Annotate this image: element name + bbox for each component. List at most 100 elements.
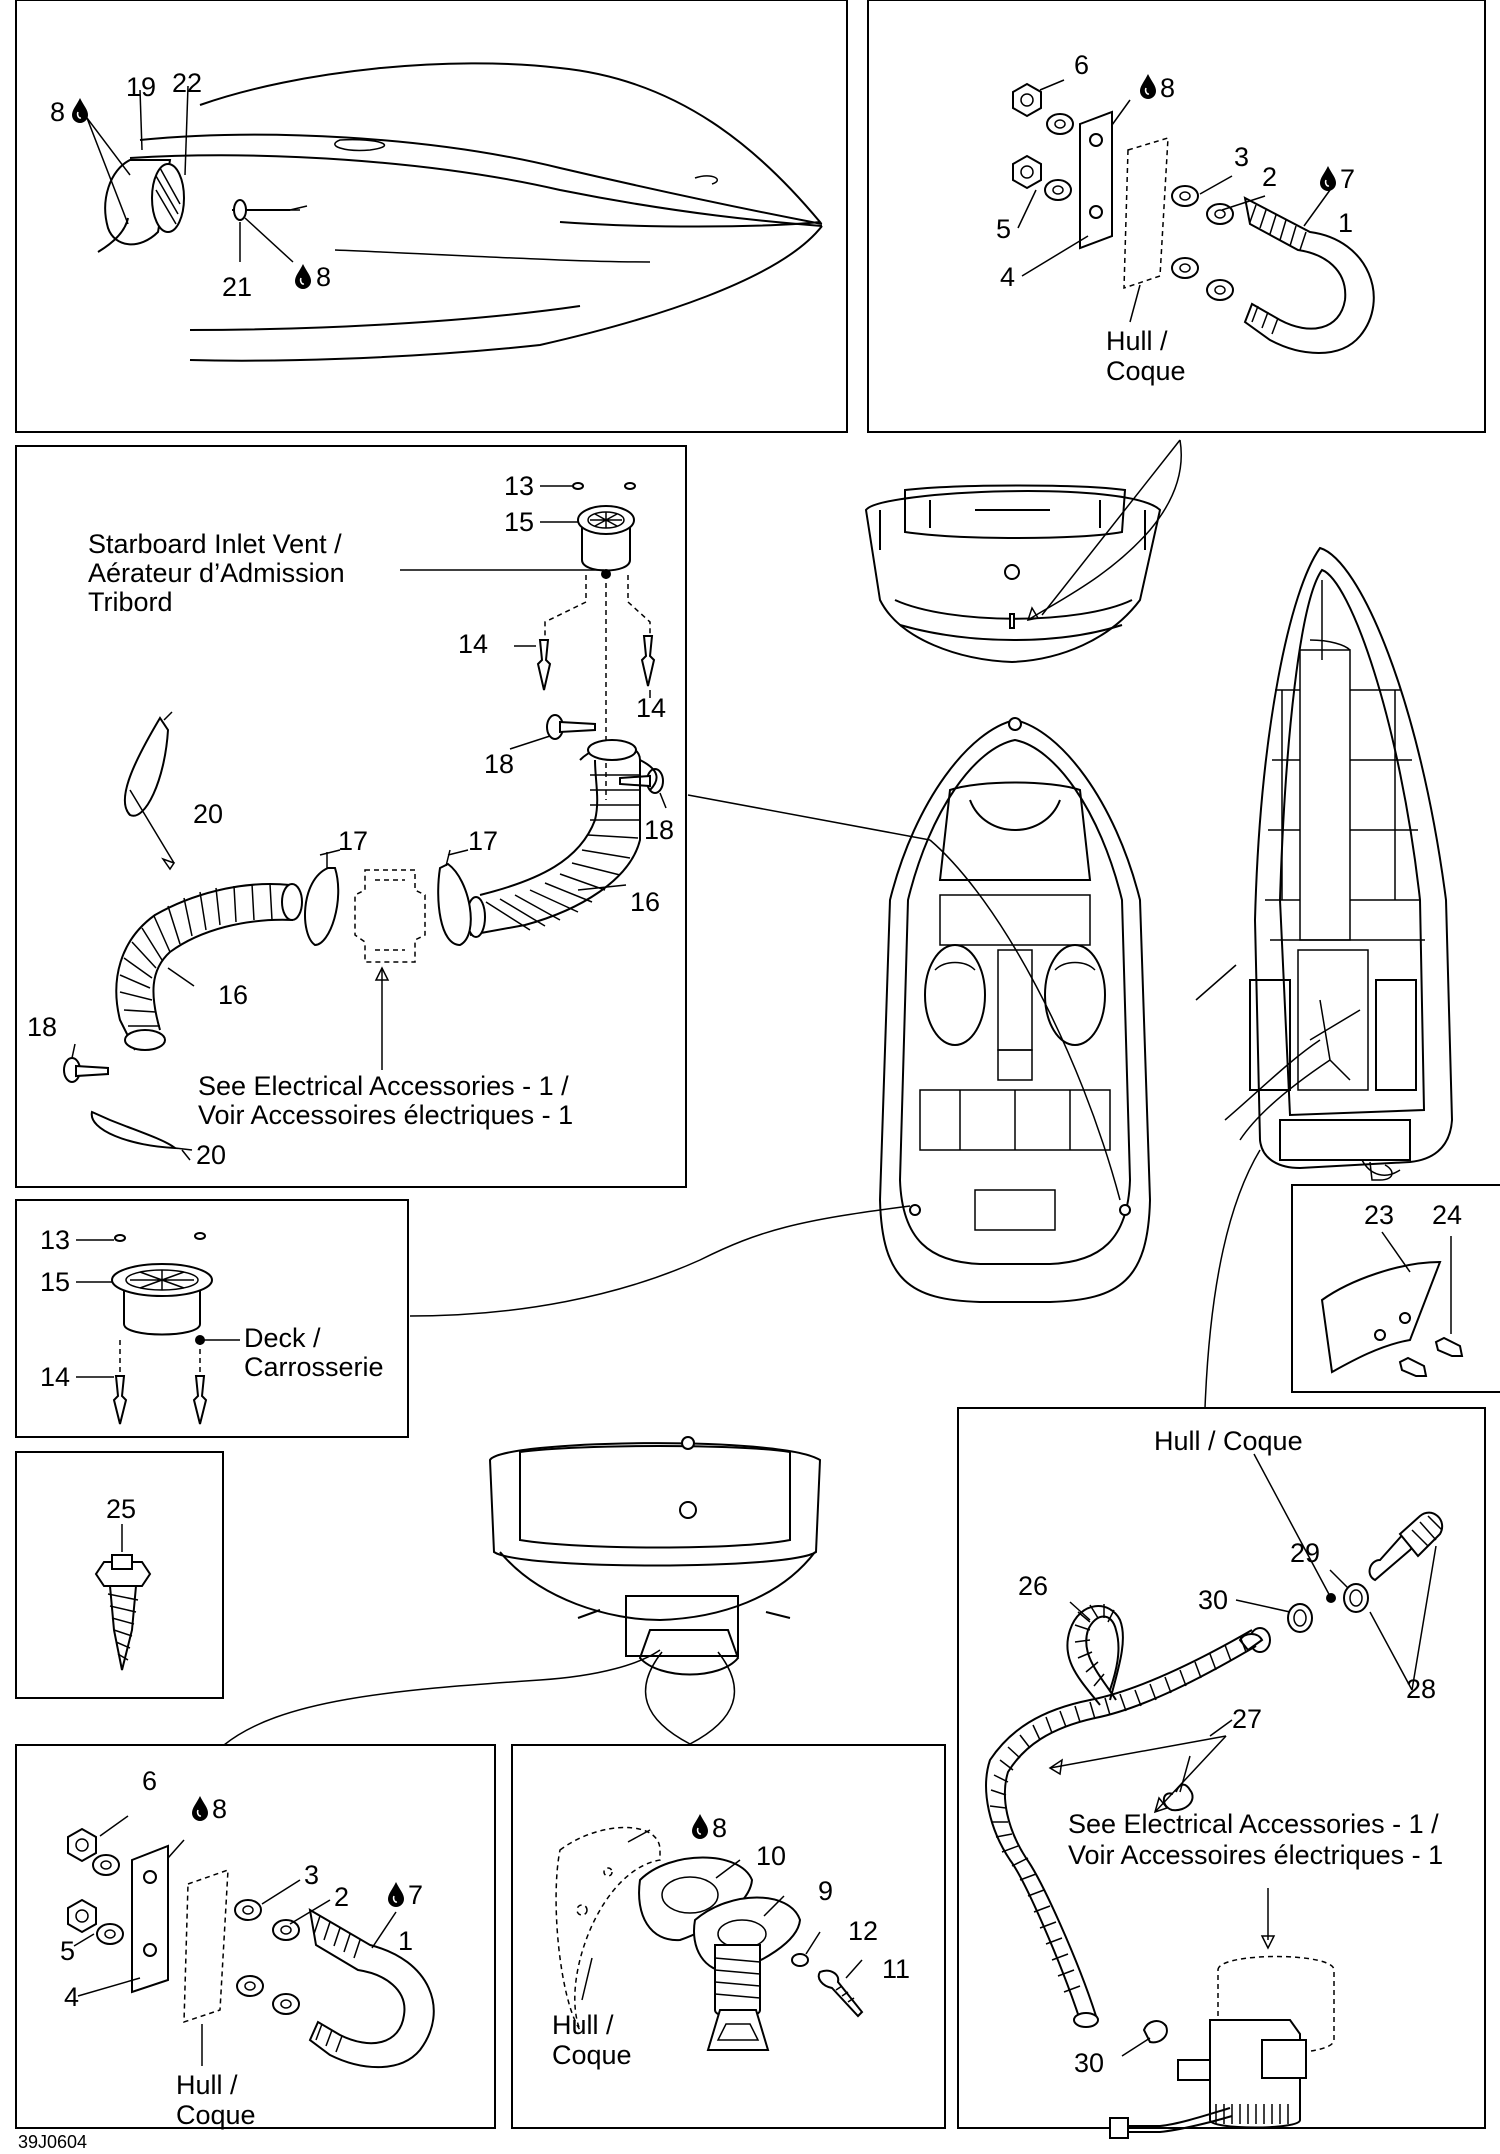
callout-19: 19	[126, 72, 156, 102]
hull-label: Hull /	[176, 2070, 238, 2100]
coque-label: Coque	[1106, 356, 1186, 386]
see-electrical-label-line1: See Electrical Accessories - 1 /	[198, 1071, 569, 1101]
callout-11: 11	[882, 1954, 910, 1984]
callout-1: 1	[398, 1926, 413, 1956]
callout-5: 5	[996, 214, 1011, 244]
callout-17: 17	[468, 826, 498, 856]
callout-14: 14	[458, 629, 488, 659]
callout-14: 14	[40, 1362, 70, 1392]
callout-13: 13	[504, 471, 534, 501]
underside-view-hull	[1249, 546, 1454, 1170]
bow-illustration	[97, 62, 823, 362]
callout-24: 24	[1432, 1200, 1462, 1230]
see-electrical-label-line1: See Electrical Accessories - 1 /	[1068, 1809, 1439, 1839]
callout-7: 7	[408, 1880, 423, 1910]
callout-23: 23	[1364, 1200, 1394, 1230]
panel-bilge-pump	[957, 1407, 1486, 2129]
callout-25: 25	[106, 1494, 136, 1524]
hull-label: Hull /	[1106, 326, 1168, 356]
panel-u-bolt-bottom	[15, 1744, 496, 2129]
lubricant-drop-icon	[71, 97, 89, 124]
callout-2: 2	[334, 1882, 349, 1912]
top-view-craft	[878, 717, 1152, 1303]
deck-vent-assembly	[111, 1232, 213, 1425]
callout-27: 27	[1232, 1704, 1262, 1734]
inlet-vent-assembly	[63, 482, 664, 1151]
callout-4: 4	[64, 1982, 79, 2012]
coque-label: Coque	[176, 2100, 256, 2130]
callout-7: 7	[1340, 164, 1355, 194]
starboard-vent-label-line1: Starboard Inlet Vent /	[88, 529, 342, 559]
callout-12: 12	[848, 1916, 878, 1946]
callout-18: 18	[484, 749, 514, 779]
panel-drain-plug	[511, 1744, 946, 2129]
lubricant-drop-icon	[191, 1795, 209, 1822]
hull-coque-label: Hull / Coque	[1154, 1426, 1303, 1456]
panel-bow-view	[15, 0, 848, 433]
rear-view-hull	[864, 484, 1162, 664]
callout-17: 17	[338, 826, 368, 856]
lubricant-drop-icon	[387, 1881, 405, 1908]
callout-30: 30	[1074, 2048, 1104, 2078]
callout-16: 16	[630, 887, 660, 917]
callout-15: 15	[40, 1267, 70, 1297]
callout-6: 6	[1074, 50, 1089, 80]
callout-18: 18	[644, 815, 674, 845]
coque-label: Coque	[552, 2040, 632, 2070]
callout-22: 22	[172, 68, 202, 98]
starboard-vent-label-line2: Aérateur d’Admission	[88, 558, 345, 588]
callout-21: 21	[222, 272, 252, 302]
callout-8: 8	[212, 1794, 227, 1824]
figure-code: 39J0604	[18, 2132, 87, 2152]
callout-13: 13	[40, 1225, 70, 1255]
deck-label: Deck /	[244, 1323, 321, 1353]
lubricant-drop-icon	[294, 263, 312, 290]
rear-top-view-hull	[488, 1436, 822, 1676]
see-electrical-label-line2: Voir Accessoires électriques - 1	[198, 1100, 573, 1130]
callout-26: 26	[1018, 1571, 1048, 1601]
flex-hose-left	[115, 883, 303, 1051]
callout-8: 8	[712, 1813, 727, 1843]
callout-29: 29	[1290, 1538, 1320, 1568]
panel-screw	[15, 1451, 224, 1699]
callout-1: 1	[1338, 208, 1353, 238]
callout-8: 8	[316, 262, 331, 292]
callout-4: 4	[1000, 262, 1015, 292]
callout-16: 16	[218, 980, 248, 1010]
lubricant-drop-icon	[691, 1813, 709, 1840]
callout-5: 5	[60, 1936, 75, 1966]
callout-28: 28	[1406, 1674, 1436, 1704]
callout-18: 18	[27, 1012, 57, 1042]
starboard-vent-label-line3: Tribord	[88, 587, 173, 617]
drain-plug-assembly	[555, 1826, 864, 2051]
callout-20: 20	[193, 799, 223, 829]
panel-u-bolt-top	[867, 0, 1486, 433]
callout-20: 20	[196, 1140, 226, 1170]
lubricant-drop-icon	[1319, 165, 1337, 192]
callout-14: 14	[636, 693, 666, 723]
callout-10: 10	[756, 1841, 786, 1871]
bilge-pump-assembly	[985, 1511, 1443, 2139]
callout-3: 3	[304, 1860, 319, 1890]
callout-15: 15	[504, 507, 534, 537]
panel-cap	[1291, 1184, 1500, 1393]
screw-25	[94, 1554, 152, 1671]
u-bolt-assembly-bottom	[67, 1828, 435, 2069]
callout-30: 30	[1198, 1585, 1228, 1615]
cap-23	[1320, 1260, 1464, 1377]
flex-hose-right	[466, 739, 658, 938]
carrosserie-label: Carrosserie	[244, 1352, 384, 1382]
lubricant-drop-icon	[1139, 73, 1157, 100]
panel-deck-vent	[15, 1199, 409, 1438]
callout-8: 8	[1160, 73, 1175, 103]
hull-label: Hull /	[552, 2010, 614, 2040]
see-electrical-label-line2: Voir Accessoires électriques - 1	[1068, 1840, 1443, 1870]
callout-3: 3	[1234, 142, 1249, 172]
u-bolt-assembly-top	[1012, 83, 1375, 354]
callout-8: 8	[50, 97, 65, 127]
callout-6: 6	[142, 1766, 157, 1796]
panel-inlet-vent	[15, 445, 687, 1188]
callout-9: 9	[818, 1876, 833, 1906]
callout-2: 2	[1262, 162, 1277, 192]
